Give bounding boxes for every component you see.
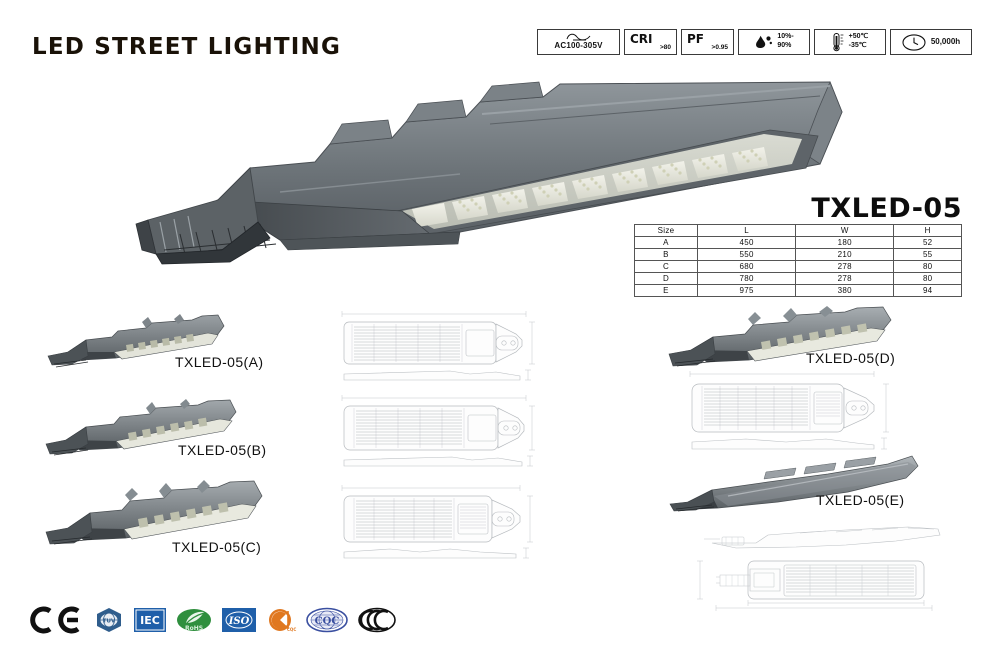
variant-photo-c [42,480,272,546]
badge-cri-label: CRI [630,31,653,46]
cert-ccc-icon [358,607,396,633]
thermometer-icon [832,32,846,52]
svg-text:CQC: CQC [287,627,296,632]
svg-text:TUV: TUV [103,619,116,625]
svg-text:RoHS: RoHS [185,625,203,632]
variant-label-a: TXLED-05(A) [175,354,264,370]
spec-badge-row: AC100-305V CRI >80 PF >0.95 [537,29,972,55]
variant-label-b: TXLED-05(B) [178,442,267,458]
variant-label-e: TXLED-05(E) [816,492,905,508]
certification-logo-row: TUV IEC RoHS ISO [28,606,396,634]
model-name: TXLED-05 [811,193,962,224]
cert-rohs-icon: RoHS [176,607,212,633]
variant-photo-d [665,306,905,368]
badge-temperature-values: +50℃ -35℃ [848,33,869,49]
badge-pf: PF >0.95 [681,29,734,55]
clock-icon [902,33,926,51]
variant-drawing-d [676,368,906,458]
variant-label-d: TXLED-05(D) [806,350,896,366]
cert-ce-icon [28,606,84,634]
cert-tuv-icon: TUV [94,607,124,633]
svg-text:ISO: ISO [228,616,250,627]
variant-drawing-c [330,482,540,564]
svg-text:CQC: CQC [315,616,340,627]
badge-pf-value: >0.95 [711,43,728,51]
badge-temperature: +50℃ -35℃ [814,29,886,55]
humidity-drop-icon [754,35,774,49]
badge-humidity: 10%- 90% [738,29,810,55]
cert-iec-icon: IEC [134,608,166,632]
variant-photo-a [42,312,232,368]
cert-iso-icon: ISO [222,608,256,632]
variant-photo-e [668,452,923,512]
variant-label-c: TXLED-05(C) [172,539,262,555]
badge-humidity-values: 10%- 90% [777,33,794,49]
col-l: L [696,224,797,237]
cert-cqc-icon: CQC [266,607,296,633]
badge-voltage: AC100-305V [537,29,620,55]
page-title: LED STREET LIGHTING [32,34,342,60]
ac-wave-icon [566,33,592,41]
variant-photo-b [42,398,242,456]
col-size: Size [634,224,698,237]
cert-cec-icon: CQC [306,607,348,633]
badge-cri: CRI >80 [624,29,677,55]
badge-pf-label: PF [687,31,704,46]
variant-drawing-a [330,308,540,386]
variant-drawing-e [676,515,956,611]
badge-cri-value: >80 [659,43,671,51]
badge-voltage-label: AC100-305V [554,41,603,50]
svg-text:IEC: IEC [140,614,160,627]
badge-lifetime-value: 50,000h [930,37,961,46]
col-w: W [795,224,895,237]
table-header-row: Size L W H [634,224,962,237]
col-h: H [893,224,962,237]
badge-lifetime: 50,000h [890,29,972,55]
variant-drawing-b [330,392,540,472]
hero-product-image [130,72,850,265]
